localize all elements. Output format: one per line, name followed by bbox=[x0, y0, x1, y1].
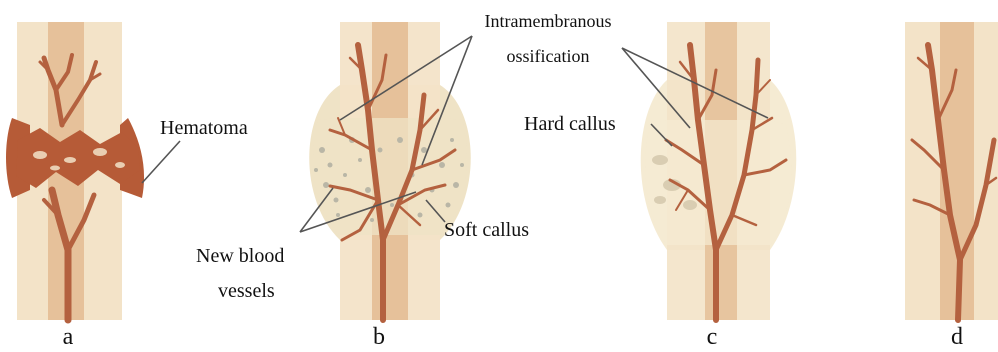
caption-d: d bbox=[951, 324, 963, 350]
panel-captions: a b c d bbox=[63, 324, 963, 350]
label-intramembranous-line1: Intramembranous bbox=[485, 11, 612, 31]
panel-a bbox=[6, 22, 144, 320]
label-new-blood-line2: vessels bbox=[218, 280, 275, 302]
caption-b: b bbox=[373, 324, 385, 350]
label-hematoma: Hematoma bbox=[160, 117, 248, 139]
label-soft-callus: Soft callus bbox=[444, 219, 529, 241]
panel-d bbox=[905, 22, 998, 320]
hematoma-mass bbox=[16, 128, 140, 188]
caption-a: a bbox=[63, 324, 74, 350]
panel-b bbox=[309, 22, 471, 320]
label-intramembranous-line2: ossification bbox=[507, 46, 590, 66]
leader-hematoma bbox=[142, 141, 180, 183]
caption-c: c bbox=[707, 324, 718, 350]
panel-c bbox=[641, 22, 797, 320]
label-new-blood-line1: New blood bbox=[196, 245, 284, 267]
label-hard-callus: Hard callus bbox=[524, 113, 616, 135]
